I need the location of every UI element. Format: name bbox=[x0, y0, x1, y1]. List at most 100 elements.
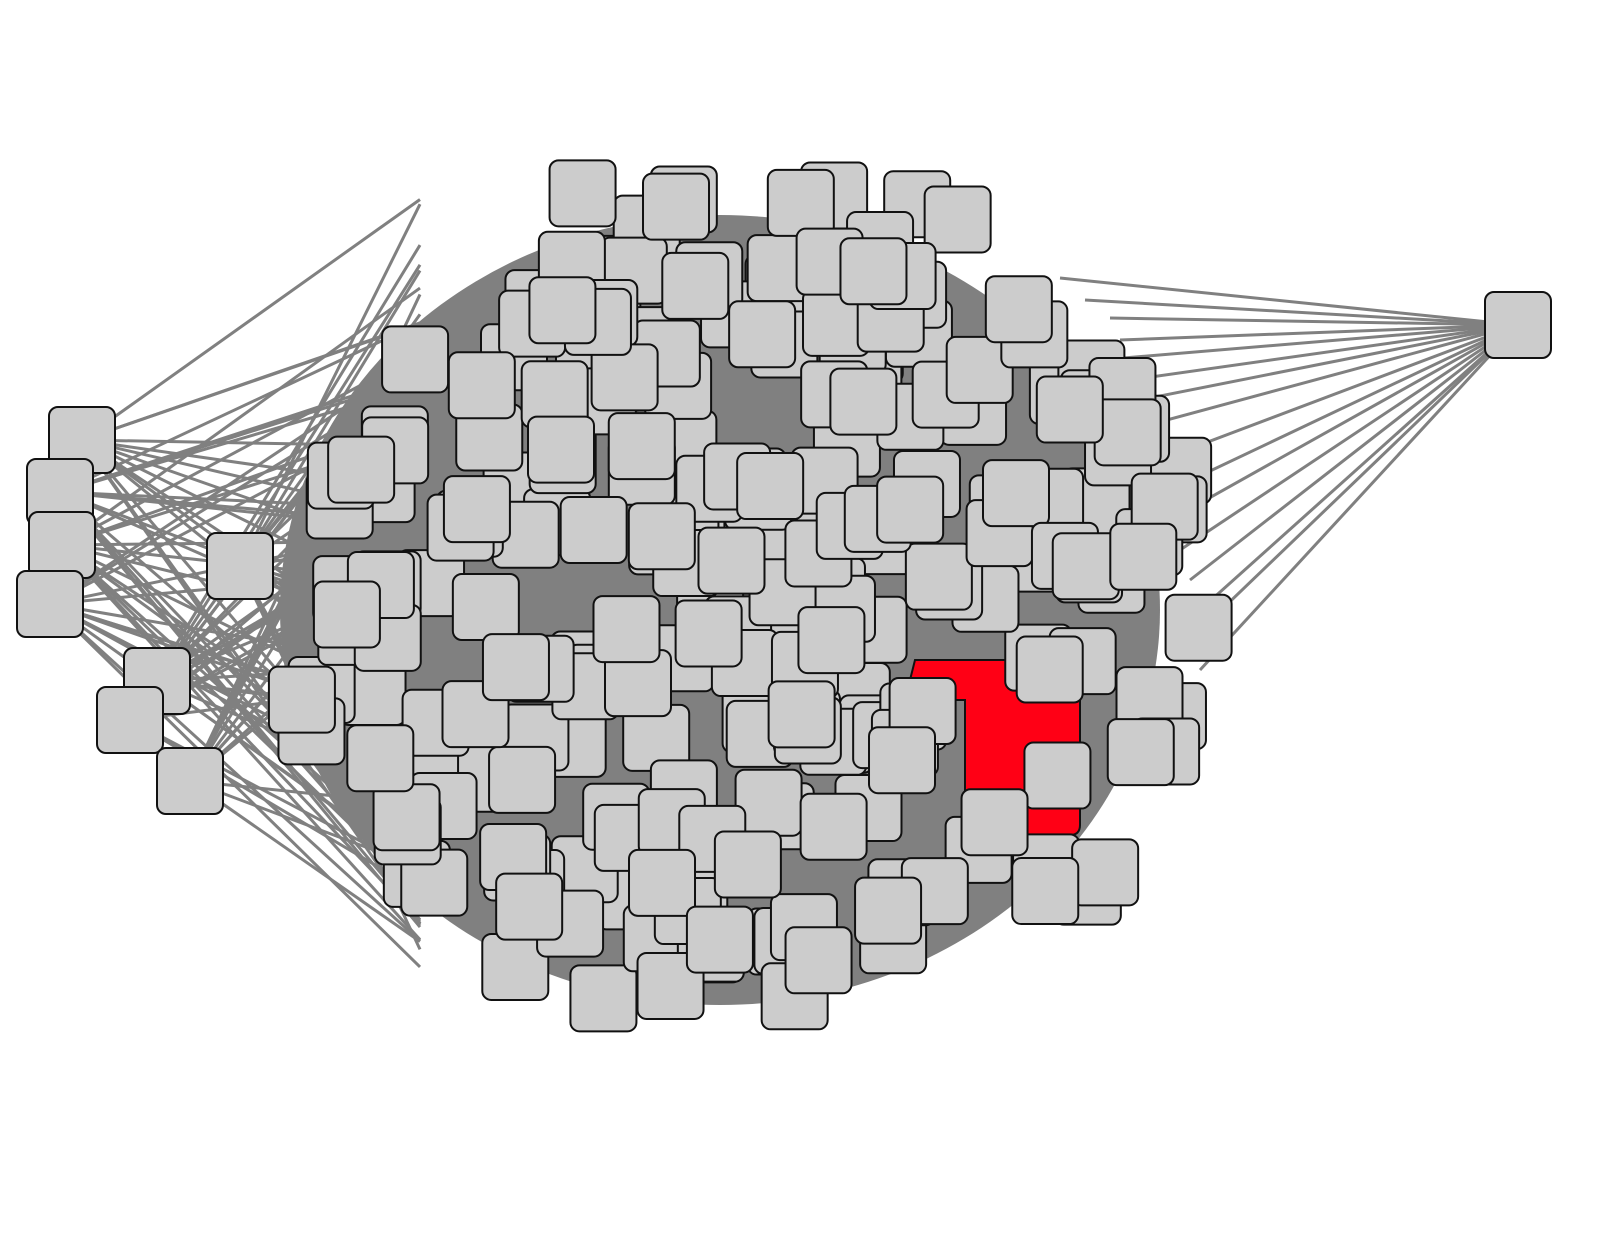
graph-node bbox=[1164, 593, 1233, 662]
graph-node bbox=[1071, 838, 1140, 907]
graph-node bbox=[960, 788, 1029, 857]
edge-line bbox=[129, 718, 421, 874]
graph-node bbox=[661, 251, 730, 320]
edge-line bbox=[61, 286, 421, 547]
graph-node bbox=[799, 792, 868, 861]
node-box bbox=[481, 633, 550, 702]
node-box bbox=[685, 905, 754, 974]
node-box bbox=[784, 926, 853, 995]
node-box bbox=[984, 275, 1053, 344]
node-box bbox=[713, 830, 782, 899]
edge-line bbox=[48, 602, 422, 943]
node-box bbox=[945, 335, 1014, 404]
edge-line bbox=[155, 313, 422, 682]
graph-node bbox=[784, 926, 853, 995]
edge-line bbox=[1189, 323, 1519, 582]
node-box bbox=[1164, 593, 1233, 662]
node-box bbox=[346, 724, 415, 793]
edge-line bbox=[1109, 316, 1519, 327]
graph-node bbox=[854, 876, 923, 945]
edge-line bbox=[1129, 323, 1519, 432]
node-box bbox=[1109, 522, 1178, 591]
edge-line bbox=[61, 352, 421, 547]
node-box bbox=[799, 792, 868, 861]
node-box bbox=[636, 951, 705, 1020]
node-box bbox=[854, 876, 923, 945]
graph-node bbox=[984, 275, 1053, 344]
edge-line bbox=[1099, 323, 1519, 362]
node-box bbox=[607, 412, 676, 481]
graph-node bbox=[206, 532, 274, 600]
node-box bbox=[839, 237, 908, 306]
node-box bbox=[548, 159, 617, 228]
edge-line bbox=[238, 269, 422, 567]
graph-node bbox=[1093, 398, 1162, 467]
node-box bbox=[767, 680, 836, 749]
node-box bbox=[526, 415, 595, 484]
node-box bbox=[1023, 741, 1092, 810]
graph-node bbox=[728, 300, 797, 369]
node-box bbox=[1106, 718, 1175, 787]
graph-node bbox=[767, 680, 836, 749]
node-box bbox=[728, 300, 797, 369]
graph-node bbox=[981, 459, 1050, 528]
graph-node bbox=[607, 412, 676, 481]
graph-node bbox=[945, 335, 1014, 404]
graph-node bbox=[1035, 375, 1104, 444]
node-box bbox=[569, 964, 638, 1033]
graph-node bbox=[526, 415, 595, 484]
graph-node bbox=[327, 435, 396, 504]
node-box bbox=[1484, 291, 1552, 359]
graph-node bbox=[381, 325, 450, 394]
node-box bbox=[447, 351, 516, 420]
node-box bbox=[766, 168, 835, 237]
graph-node bbox=[642, 172, 711, 241]
edge-line bbox=[1084, 298, 1519, 327]
node-box bbox=[96, 686, 164, 754]
node-box bbox=[627, 502, 696, 571]
edge-line bbox=[1188, 323, 1520, 642]
graph-node bbox=[766, 168, 835, 237]
graph-node bbox=[1106, 718, 1175, 787]
node-box bbox=[16, 570, 84, 638]
edge-line bbox=[1129, 323, 1519, 382]
node-box bbox=[868, 726, 937, 795]
graph-node bbox=[96, 686, 164, 754]
graph-node bbox=[488, 745, 557, 814]
edge-line bbox=[155, 264, 422, 682]
graph-node bbox=[636, 951, 705, 1020]
graph-node bbox=[156, 747, 224, 815]
edge-line bbox=[1119, 323, 1519, 342]
edge-line bbox=[188, 475, 422, 782]
graph-node bbox=[685, 905, 754, 974]
edge-line bbox=[59, 384, 421, 494]
graph-node bbox=[528, 276, 597, 345]
node-box bbox=[559, 496, 628, 565]
node-box bbox=[1071, 838, 1140, 907]
node-box bbox=[674, 599, 743, 668]
graph-node bbox=[904, 542, 973, 611]
graph-node bbox=[372, 783, 441, 852]
edge-line bbox=[189, 779, 421, 943]
edge-line bbox=[1198, 323, 1520, 672]
node-box bbox=[960, 788, 1029, 857]
node-box bbox=[312, 580, 381, 649]
graph-node bbox=[28, 511, 96, 579]
graph-node bbox=[592, 595, 661, 664]
edge-line bbox=[1198, 323, 1520, 612]
edge-line bbox=[49, 376, 421, 606]
graph-node bbox=[713, 830, 782, 899]
node-box bbox=[488, 745, 557, 814]
edge-line bbox=[1139, 323, 1519, 402]
graph-node bbox=[923, 185, 992, 254]
edge-line bbox=[59, 321, 421, 494]
node-box bbox=[628, 848, 697, 917]
graph-node bbox=[829, 367, 898, 436]
edge-line bbox=[81, 321, 421, 442]
node-box bbox=[592, 595, 661, 664]
node-box bbox=[1015, 635, 1084, 704]
node-box bbox=[904, 542, 973, 611]
graph-node bbox=[674, 599, 743, 668]
edge-line bbox=[81, 198, 421, 442]
